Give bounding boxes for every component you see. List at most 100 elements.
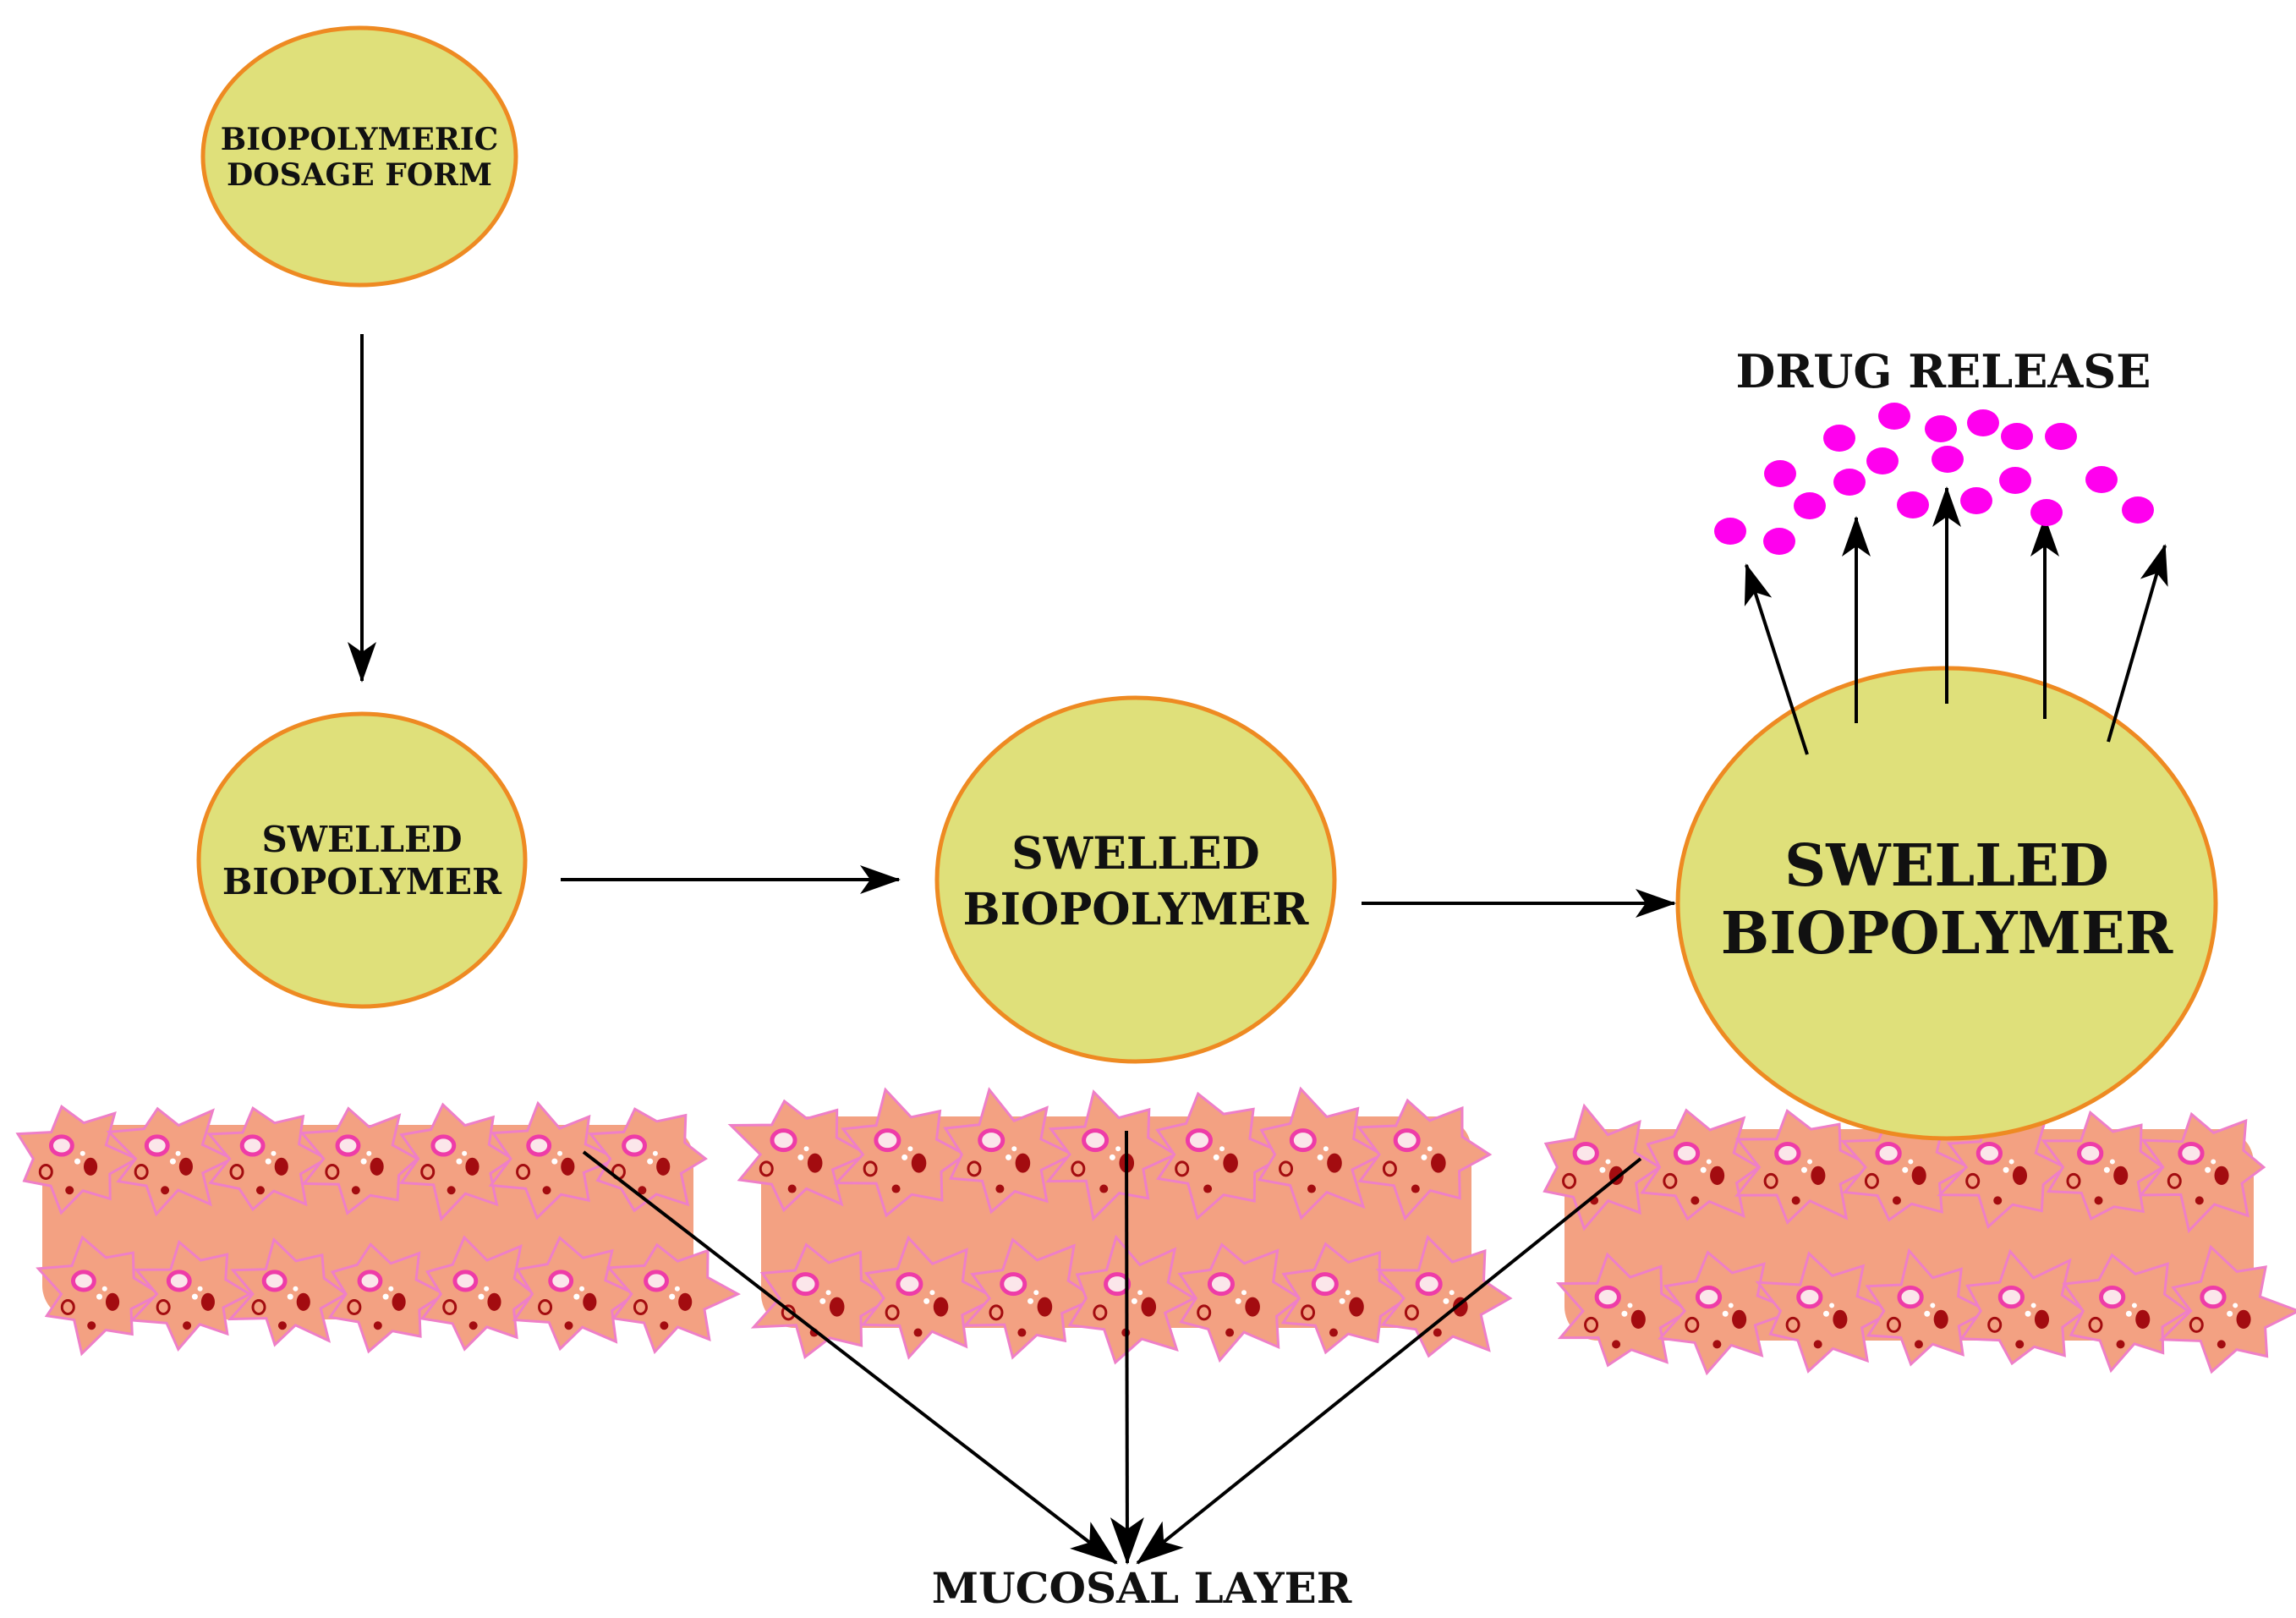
tissue-left-granule-ring [538,1299,553,1316]
tissue-left-dot [382,1293,389,1300]
tissue-left-granule-ring [420,1164,436,1181]
tissue-right-dot [1722,1310,1729,1317]
tissue-left-dot [551,1158,558,1165]
tissue-mid-dot [1443,1297,1449,1304]
tissue-left-dot [161,1186,170,1195]
tissue-right-vacuole [2077,1141,2104,1166]
drug-particle [1763,528,1795,555]
tissue-left-dot [101,1286,107,1292]
tissue-mid-vacuole [1393,1128,1421,1153]
tissue-right-dot [1800,1166,1807,1173]
tissue-right-dot [1813,1340,1822,1349]
tissue-mid-dot [923,1297,930,1304]
tissue-left-dot [351,1186,360,1195]
tissue-left-vacuole [239,1134,266,1157]
tissue-right-vacuole [1774,1141,1801,1166]
mucosal-arrow-left [582,1150,1118,1565]
tissue-right-vacuole [1594,1285,1621,1309]
tissue-right-dot [1605,1159,1611,1165]
tissue-mid-granule-ring [967,1160,982,1177]
tissue-right-granule-ring [1562,1172,1577,1189]
tissue-left-dot [265,1158,271,1165]
tissue-left-granule-ring [229,1164,244,1181]
tissue-mid-dot [1213,1154,1219,1160]
drug-release-arrow-5 [2107,544,2168,743]
tissue-left-nucleus [105,1292,120,1311]
tissue-mid-nucleus [1349,1297,1364,1317]
tissue-left-vacuole [48,1134,74,1157]
swelled-biopolymer-medium-circle [934,695,1337,1064]
tissue-left-dot [579,1286,585,1292]
tissue-mid-dot [1329,1328,1338,1337]
tissue-left-dot [484,1286,490,1292]
tissue-right-dot [1807,1159,1813,1165]
tissue-right-nucleus [1833,1309,1848,1329]
tissue-left-nucleus [583,1292,597,1311]
tissue-right-dot [2195,1196,2204,1205]
tissue-mid-nucleus [911,1153,927,1173]
tissue-left-granule-ring [325,1164,340,1181]
drug-particle [1823,425,1855,452]
tissue-mid-dot [1317,1154,1323,1160]
tissue-right-granule-ring [1886,1316,1901,1333]
tissue-right-granule-ring [1685,1316,1700,1333]
tissue-mid-vacuole [978,1128,1006,1153]
tissue-mid-dot [1307,1184,1316,1193]
tissue-mid-dot [1225,1328,1235,1337]
tissue-mid-nucleus [933,1297,949,1317]
tissue-left-dot [79,1150,85,1156]
tissue-right-vacuole [2178,1141,2205,1166]
tissue-right-vacuole [1673,1141,1701,1166]
swelled-biopolymer-small-circle [196,711,528,1009]
tissue-right-granule-ring [2088,1316,2103,1333]
tissue-right-dot [1728,1303,1734,1308]
tissue-right-granule-ring [1785,1316,1800,1333]
tissue-mid-nucleus [1015,1153,1031,1173]
tissue-mid-vacuole [792,1272,819,1297]
tissue-mid-dot [1033,1290,1039,1296]
tissue-mid-dot [1411,1184,1420,1193]
tissue-mid-vacuole [896,1272,923,1297]
swelled-large-line2: BIOPOLYMER [1721,900,2173,968]
tissue-left-dot [573,1293,580,1300]
swelled-small-line2: BIOPOLYMER [222,861,502,902]
tissue-right-granule-ring [1864,1172,1879,1189]
swelled-medium-line1: SWELLED [1011,828,1259,880]
tissue-left-dot [388,1286,394,1292]
tissue-mid-dot [787,1184,797,1193]
tissue-mid-granule-ring [885,1304,900,1321]
tissue-mid-vacuole [1415,1272,1443,1297]
tissue-right-cell [2138,1111,2266,1234]
tissue-right-dot [1599,1166,1606,1173]
drug-particle [1925,415,1957,442]
drug-particle [1960,487,1992,514]
drug-particle [1764,460,1796,487]
swelled-small-line1: SWELLED [261,819,462,860]
tissue-mid-dot [929,1290,935,1296]
drug-particle [2122,496,2154,524]
tissue-right-nucleus [1710,1166,1725,1185]
tissue-mid-cell [1280,1242,1410,1355]
drug-particle [1714,518,1746,545]
tissue-left-vacuole [144,1134,170,1157]
drug-particle [2085,466,2118,493]
tissue-mid-dot [1109,1154,1115,1160]
tissue-right-dot [2125,1310,2132,1317]
tissue-left-cell [512,1235,638,1352]
swelled-medium-line2: BIOPOLYMER [963,884,1310,935]
tissue-mid-dot [1017,1328,1027,1337]
tissue-mid-cell [1375,1234,1513,1358]
tissue-right-dot [2015,1340,2025,1349]
tissue-right-dot [1706,1159,1712,1165]
tissue-left-vacuole [261,1270,288,1292]
tissue-right-vacuole [1897,1285,1924,1309]
tissue-right-dot [2233,1303,2238,1308]
tissue-right-granule-ring [1663,1172,1678,1189]
tissue-right-dot [1612,1340,1621,1349]
tissue-left-dot [74,1158,81,1165]
tissue-mid-cell [1257,1086,1385,1220]
tissue-left-nucleus [656,1157,671,1176]
tissue-mid-dot [1131,1297,1137,1304]
tissue-left-dot [169,1158,176,1165]
tissue-mid-cell [1155,1091,1290,1220]
